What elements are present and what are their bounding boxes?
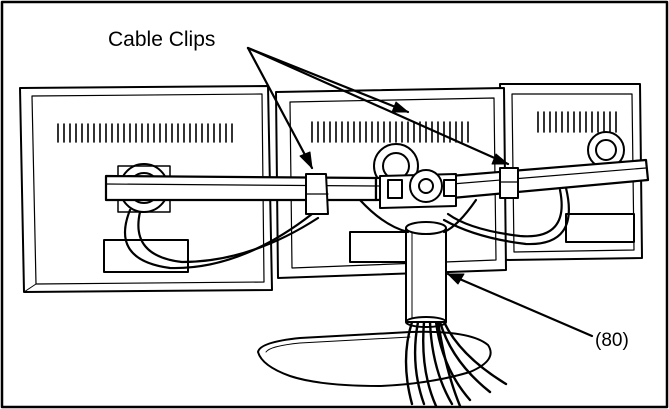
cable-bundle — [404, 320, 508, 408]
vents-right — [537, 111, 617, 133]
cable-sleeve — [405, 221, 447, 328]
arrowheads — [299, 101, 509, 285]
vents-left — [57, 123, 233, 143]
cables-loose — [124, 186, 570, 270]
cable-clip-right — [499, 167, 519, 199]
cable-clip-left — [305, 173, 329, 215]
center-hub — [379, 169, 457, 209]
part-number-label: (80) — [595, 330, 629, 351]
leader-lines — [246, 46, 594, 338]
vents-center — [311, 121, 469, 143]
cable-clips-label: Cable Clips — [108, 28, 216, 51]
